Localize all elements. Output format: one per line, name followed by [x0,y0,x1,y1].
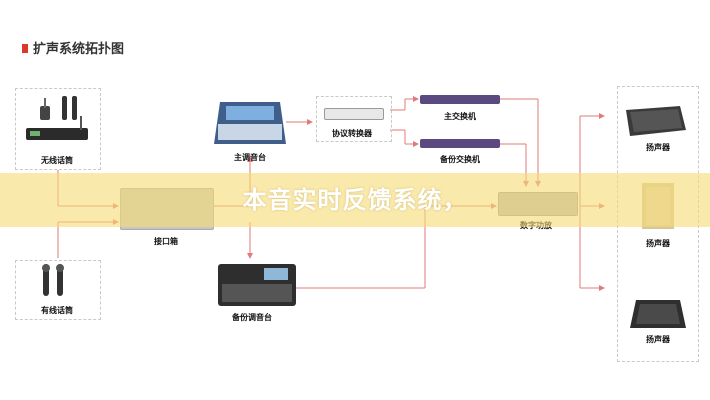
label-main-switch: 主交换机 [444,112,476,121]
wired-mic-box [15,260,101,320]
overlay-text: 本音实时反馈系统， [242,186,468,214]
protocol-converter-box [316,96,392,142]
label-backup-console: 备份调音台 [232,313,272,322]
backup-switch-device [420,139,500,148]
backup-console-icon [218,264,296,306]
heading-marker [22,44,28,53]
label-main-console: 主调音台 [234,153,266,162]
wireless-mic-box [15,88,101,170]
label-protocol-converter: 协议转换器 [332,129,372,138]
label-backup-switch: 备份交换机 [440,155,480,164]
overlay-banner [0,173,710,227]
label-speaker-3: 扬声器 [646,335,670,344]
label-interface-box: 接口箱 [154,237,178,246]
label-speaker-1: 扬声器 [646,143,670,152]
speaker-1-icon [626,106,686,136]
label-wired-mic: 有线话筒 [41,306,73,315]
main-switch-device [420,95,500,104]
label-wireless-mic: 无线话筒 [41,156,73,165]
wired-mic-icon [42,264,64,296]
wireless-mic-icon [26,96,88,140]
speaker-3-icon [630,300,686,328]
label-speaker-2: 扬声器 [646,239,670,248]
protocol-converter-device [324,108,384,120]
diagram-title: 扩声系统拓扑图 [33,42,125,57]
main-console-icon [214,102,286,144]
